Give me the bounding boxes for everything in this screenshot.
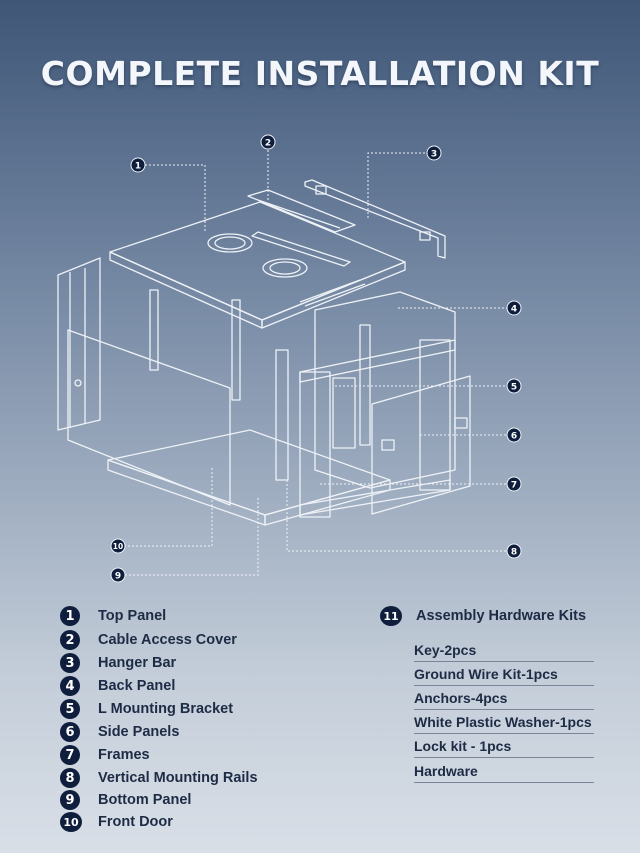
hardware-kit-label: Assembly Hardware Kits	[416, 608, 587, 624]
kit-item: Lock kit - 1pcs	[414, 734, 594, 758]
legend-item-front-door: 10 Front Door	[60, 811, 173, 833]
legend-number: 1	[60, 606, 80, 626]
legend-number: 8	[60, 768, 80, 788]
side-panel-drawing	[371, 375, 471, 515]
legend-label: Side Panels	[98, 724, 180, 740]
svg-text:5: 5	[511, 383, 517, 393]
exploded-cabinet-diagram: 1 2 3 4 5 6 7 8	[57, 134, 522, 583]
legend-item-vertical-mounting-rails: 8 Vertical Mounting Rails	[60, 767, 258, 789]
legend-label: Front Door	[98, 814, 173, 830]
front-door-drawing	[67, 329, 231, 506]
kit-item: Anchors-4pcs	[414, 686, 594, 710]
callout-4: 4	[506, 300, 522, 316]
legend-number: 6	[60, 722, 80, 742]
kit-item: Ground Wire Kit-1pcs	[414, 662, 594, 686]
legend-label: Top Panel	[98, 608, 167, 624]
page-title: COMPLETE INSTALLATION KIT	[40, 54, 600, 93]
svg-text:10: 10	[113, 542, 123, 551]
callout-1: 1	[130, 157, 146, 173]
callout-6: 6	[506, 427, 522, 443]
left-side-drawing	[57, 257, 241, 431]
frame-drawing	[299, 339, 456, 518]
kit-item: White Plastic Washer-1pcs	[414, 710, 594, 734]
callout-3: 3	[426, 145, 442, 161]
top-panel-drawing	[109, 201, 406, 329]
svg-text:7: 7	[511, 481, 517, 491]
l-bracket-drawing	[332, 377, 356, 449]
legend-label: Frames	[98, 747, 150, 763]
kit-item: Hardware	[414, 759, 594, 783]
legend-number: 10	[60, 812, 82, 832]
legend-label: Hanger Bar	[98, 655, 177, 671]
svg-text:1: 1	[135, 162, 141, 172]
legend-item-back-panel: 4 Back Panel	[60, 675, 175, 697]
legend-label: Back Panel	[98, 678, 176, 694]
legend-number: 4	[60, 676, 80, 696]
cable-access-cover-drawing	[247, 189, 356, 233]
hanger-bar-drawing	[304, 179, 446, 259]
legend-number: 3	[60, 653, 80, 673]
svg-text:8: 8	[511, 548, 517, 558]
legend-item-cable-access-cover: 2 Cable Access Cover	[60, 629, 237, 651]
legend-item-frames: 7 Frames	[60, 744, 150, 766]
legend-label: Cable Access Cover	[98, 632, 237, 648]
svg-text:6: 6	[511, 432, 517, 442]
legend-item-l-mounting-bracket: 5 L Mounting Bracket	[60, 698, 233, 720]
callout-2: 2	[260, 134, 276, 150]
callout-9: 9	[110, 567, 126, 583]
legend-number: 11	[380, 606, 402, 626]
svg-text:3: 3	[431, 150, 437, 160]
legend-number: 2	[60, 630, 80, 650]
svg-text:9: 9	[115, 572, 121, 582]
back-panel-drawing	[314, 291, 456, 489]
legend-label: Vertical Mounting Rails	[98, 770, 258, 786]
legend-label: Bottom Panel	[98, 792, 192, 808]
svg-text:2: 2	[265, 139, 271, 149]
callout-5: 5	[506, 378, 522, 394]
legend-number: 9	[60, 790, 80, 810]
legend-number: 7	[60, 745, 80, 765]
legend-item-top-panel: 1 Top Panel	[60, 605, 166, 627]
callout-10: 10	[110, 538, 126, 554]
legend-item-bottom-panel: 9 Bottom Panel	[60, 789, 191, 811]
bottom-panel-drawing	[107, 429, 391, 526]
legend-item-hanger-bar: 3 Hanger Bar	[60, 652, 176, 674]
callout-7: 7	[506, 476, 522, 492]
vertical-rails-drawing	[275, 324, 371, 481]
hardware-kit-heading: 11 Assembly Hardware Kits	[380, 605, 586, 627]
legend-item-side-panels: 6 Side Panels	[60, 721, 179, 743]
kit-item: Key-2pcs	[414, 638, 594, 662]
callout-8: 8	[506, 543, 522, 559]
svg-text:4: 4	[511, 305, 517, 315]
legend-number: 5	[60, 699, 80, 719]
legend-label: L Mounting Bracket	[98, 701, 234, 717]
